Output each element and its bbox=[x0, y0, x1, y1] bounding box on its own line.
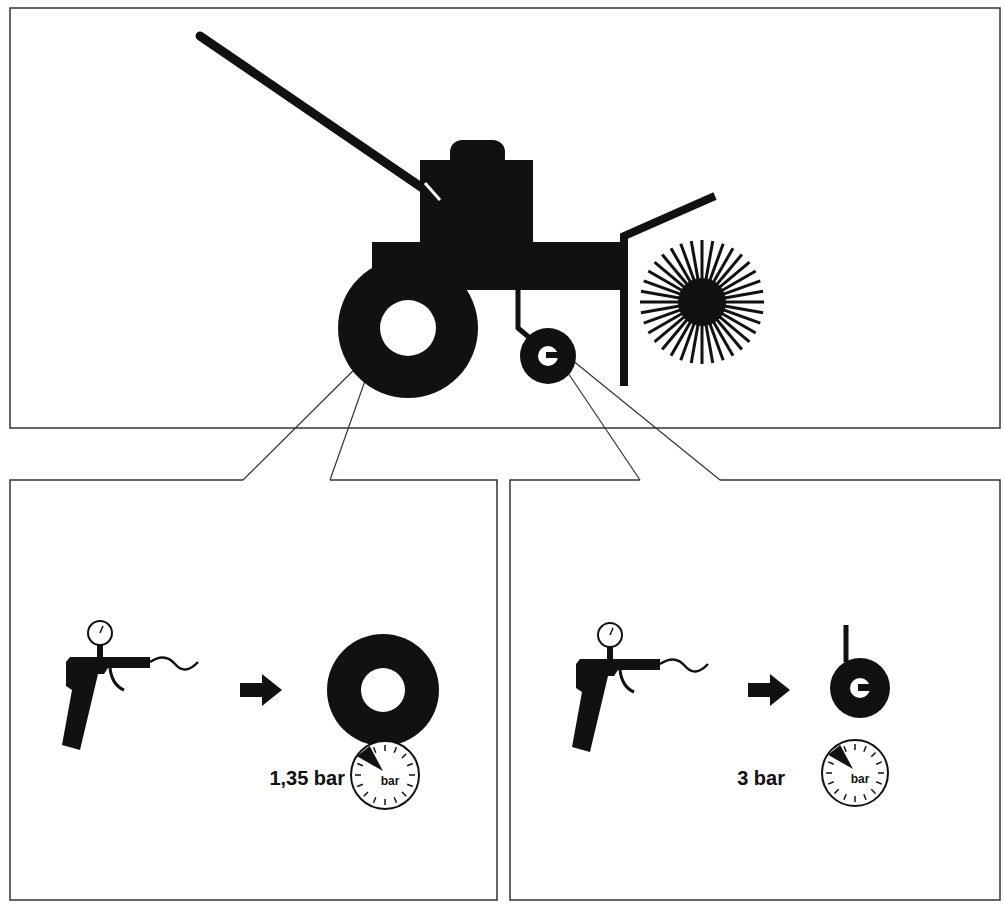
gauge-tick bbox=[854, 744, 856, 750]
gauge-tick bbox=[871, 789, 875, 793]
gauge-tick bbox=[402, 754, 406, 758]
gauge-tick bbox=[864, 794, 866, 800]
gauge-tick bbox=[364, 792, 368, 796]
pressure-label: 1,35 bar bbox=[269, 768, 345, 788]
bristle bbox=[640, 301, 682, 304]
gauge-tick bbox=[394, 797, 396, 803]
bristle bbox=[722, 291, 763, 298]
bristle bbox=[701, 240, 704, 282]
gauge-tick bbox=[828, 782, 834, 784]
leader-line bbox=[566, 370, 640, 480]
gauge-tick bbox=[374, 747, 376, 753]
gauge-tick bbox=[384, 799, 386, 805]
gauge-tick bbox=[876, 762, 882, 764]
pressure-gauge bbox=[351, 741, 419, 809]
pressure-gauge bbox=[822, 740, 888, 806]
brush bbox=[640, 240, 764, 364]
left-panel bbox=[10, 480, 497, 900]
gauge-tick bbox=[357, 784, 363, 786]
gauge-tick bbox=[409, 774, 415, 776]
castor-fork bbox=[844, 625, 849, 662]
right-panel bbox=[510, 480, 1000, 900]
gauge-tick bbox=[844, 746, 846, 752]
gauge-tick bbox=[834, 789, 838, 793]
leader-line bbox=[572, 360, 720, 480]
gauge-tick bbox=[374, 797, 376, 803]
leader-line bbox=[243, 352, 372, 480]
gauge-tick bbox=[402, 792, 406, 796]
sweeper-machine bbox=[200, 36, 764, 398]
gauge-tick bbox=[407, 764, 413, 766]
gauge-tick bbox=[854, 796, 856, 802]
gauge-tick bbox=[876, 782, 882, 784]
bristle bbox=[701, 322, 704, 364]
gauge-needle bbox=[828, 745, 853, 769]
pressure-label: bar bbox=[851, 773, 870, 785]
leader-line bbox=[330, 378, 366, 480]
pressure-label: bar bbox=[381, 775, 400, 787]
bristle bbox=[705, 322, 712, 363]
gauge-tick bbox=[357, 764, 363, 766]
gauge-tick bbox=[384, 745, 386, 751]
gauge-needle bbox=[357, 746, 383, 771]
pressure-label: 3 bar bbox=[737, 768, 785, 788]
drive-wheel bbox=[327, 634, 439, 746]
gauge-tick bbox=[844, 794, 846, 800]
gauge-tick bbox=[407, 784, 413, 786]
gauge-tick bbox=[826, 772, 832, 774]
gauge-tick bbox=[394, 747, 396, 753]
gauge-tick bbox=[864, 746, 866, 752]
gauge-tick bbox=[871, 752, 875, 756]
bristle bbox=[691, 241, 698, 282]
gauge-tick bbox=[828, 762, 834, 764]
gauge-tick bbox=[355, 774, 361, 776]
bristle bbox=[722, 301, 764, 304]
top-panel bbox=[10, 8, 1000, 428]
bristle bbox=[641, 305, 682, 312]
castor-wheel bbox=[830, 658, 890, 718]
gauge-tick bbox=[878, 772, 884, 774]
